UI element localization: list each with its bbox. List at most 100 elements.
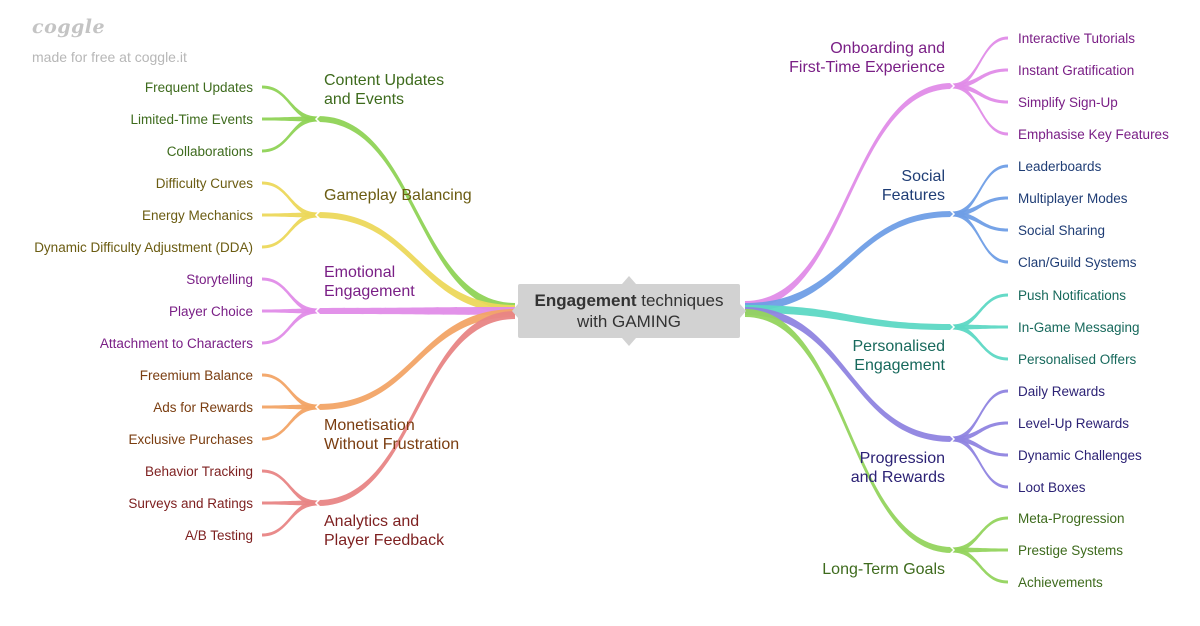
balancing-hub-chevron xyxy=(314,210,321,220)
personalised-leaf-label[interactable]: Push Notifications xyxy=(1018,288,1126,303)
analytics-hub-chevron xyxy=(314,498,321,508)
content-leaf-connector xyxy=(262,116,318,153)
emotional-main-connector xyxy=(318,307,515,315)
content-leaf-label[interactable]: Collaborations xyxy=(167,144,254,159)
social-leaf-label[interactable]: Social Sharing xyxy=(1018,223,1105,238)
progression-branch-label[interactable]: and Rewards xyxy=(851,469,945,486)
branch-connectors xyxy=(262,36,1008,584)
content-leaf-label[interactable]: Limited-Time Events xyxy=(130,112,253,127)
root-notch-bottom xyxy=(622,338,636,346)
analytics-leaf-connector xyxy=(262,469,318,506)
analytics-main-connector xyxy=(318,311,515,506)
personalised-leaf-label[interactable]: Personalised Offers xyxy=(1018,352,1137,367)
onboarding-leaf-label[interactable]: Simplify Sign-Up xyxy=(1018,95,1118,110)
balancing-leaf-connector xyxy=(262,181,318,218)
root-notch-left xyxy=(512,304,518,318)
onboarding-hub-chevron xyxy=(949,81,956,91)
content-leaf-label[interactable]: Frequent Updates xyxy=(145,80,253,95)
social-leaf-connector xyxy=(952,211,1008,264)
emotional-leaf-connector xyxy=(262,277,318,314)
progression-leaf-label[interactable]: Loot Boxes xyxy=(1018,480,1086,495)
analytics-leaf-label[interactable]: Surveys and Ratings xyxy=(128,496,253,511)
longterm-leaf-label[interactable]: Achievements xyxy=(1018,575,1103,590)
root-title-rest: techniques xyxy=(637,291,724,310)
content-branch-label[interactable]: Content Updates xyxy=(324,72,444,89)
social-branch-label[interactable]: Features xyxy=(882,187,945,204)
monetisation-leaf-label[interactable]: Ads for Rewards xyxy=(153,400,253,415)
monetisation-leaf-label[interactable]: Freemium Balance xyxy=(140,368,253,383)
balancing-main-connector xyxy=(318,212,515,313)
social-leaf-connector xyxy=(952,196,1008,217)
personalised-leaf-label[interactable]: In-Game Messaging xyxy=(1018,320,1140,335)
progression-main-connector xyxy=(745,307,952,442)
longterm-leaf-connector xyxy=(952,547,1008,584)
content-leaf-connector xyxy=(262,85,318,122)
emotional-leaf-label[interactable]: Attachment to Characters xyxy=(100,336,253,351)
root-title-bold: Engagement xyxy=(535,291,637,310)
onboarding-leaf-label[interactable]: Emphasise Key Features xyxy=(1018,127,1169,142)
balancing-leaf-label[interactable]: Dynamic Difficulty Adjustment (DDA) xyxy=(34,240,253,255)
progression-leaf-connector xyxy=(952,436,1008,489)
root-notch-right xyxy=(740,304,746,318)
monetisation-branch-label[interactable]: Without Frustration xyxy=(324,436,459,453)
content-hub-chevron xyxy=(314,114,321,124)
emotional-branch-label[interactable]: Emotional xyxy=(324,264,395,281)
longterm-leaf-label[interactable]: Prestige Systems xyxy=(1018,543,1123,558)
personalised-branch-label[interactable]: Personalised xyxy=(853,338,946,355)
personalised-leaf-connector xyxy=(952,324,1008,361)
social-leaf-label[interactable]: Clan/Guild Systems xyxy=(1018,255,1137,270)
watermark-tagline: made for free at coggle.it xyxy=(32,49,187,65)
monetisation-hub-chevron xyxy=(314,402,321,412)
coggle-logo: coggle xyxy=(32,16,106,38)
root-notch-top xyxy=(622,276,636,284)
social-main-connector xyxy=(745,211,952,311)
analytics-branch-label[interactable]: Player Feedback xyxy=(324,532,445,549)
onboarding-leaf-label[interactable]: Interactive Tutorials xyxy=(1018,31,1135,46)
root-node[interactable]: Engagement techniques with GAMING xyxy=(512,276,746,346)
monetisation-leaf-label[interactable]: Exclusive Purchases xyxy=(128,432,253,447)
analytics-leaf-label[interactable]: A/B Testing xyxy=(185,528,253,543)
progression-leaf-label[interactable]: Dynamic Challenges xyxy=(1018,448,1142,463)
longterm-hub-chevron xyxy=(949,545,956,555)
root-box xyxy=(518,284,740,338)
social-branch-label[interactable]: Social xyxy=(901,168,945,185)
monetisation-leaf-connector xyxy=(262,404,318,441)
longterm-branch-label[interactable]: Long-Term Goals xyxy=(822,561,945,578)
balancing-leaf-label[interactable]: Energy Mechanics xyxy=(142,208,253,223)
progression-hub-chevron xyxy=(949,434,956,444)
content-branch-label[interactable]: and Events xyxy=(324,91,404,108)
social-leaf-label[interactable]: Leaderboards xyxy=(1018,159,1102,174)
longterm-leaf-connector xyxy=(952,516,1008,553)
emotional-leaf-label[interactable]: Player Choice xyxy=(169,304,253,319)
analytics-leaf-label[interactable]: Behavior Tracking xyxy=(145,464,253,479)
content-main-connector xyxy=(318,116,515,311)
balancing-leaf-label[interactable]: Difficulty Curves xyxy=(156,176,254,191)
social-leaf-label[interactable]: Multiplayer Modes xyxy=(1018,191,1128,206)
progression-leaf-label[interactable]: Daily Rewards xyxy=(1018,384,1105,399)
root-title-line1: Engagement techniques xyxy=(535,291,724,310)
onboarding-leaf-connector xyxy=(952,83,1008,104)
root-title-line2: with GAMING xyxy=(576,312,681,331)
social-hub-chevron xyxy=(949,209,956,219)
onboarding-leaf-connector xyxy=(952,68,1008,89)
emotional-hub-chevron xyxy=(314,306,321,316)
onboarding-branch-label[interactable]: First-Time Experience xyxy=(789,59,945,76)
personalised-leaf-connector xyxy=(952,293,1008,330)
emotional-leaf-label[interactable]: Storytelling xyxy=(186,272,253,287)
analytics-branch-label[interactable]: Analytics and xyxy=(324,513,419,530)
emotional-branch-label[interactable]: Engagement xyxy=(324,283,415,300)
personalised-branch-label[interactable]: Engagement xyxy=(854,357,945,374)
monetisation-main-connector xyxy=(318,309,515,410)
progression-leaf-label[interactable]: Level-Up Rewards xyxy=(1018,416,1129,431)
onboarding-branch-label[interactable]: Onboarding and xyxy=(830,40,945,57)
progression-leaf-connector xyxy=(952,389,1008,442)
balancing-branch-label[interactable]: Gameplay Balancing xyxy=(324,187,472,204)
monetisation-leaf-connector xyxy=(262,373,318,410)
monetisation-branch-label[interactable]: Monetisation xyxy=(324,417,415,434)
progression-leaf-connector xyxy=(952,436,1008,457)
progression-branch-label[interactable]: Progression xyxy=(860,450,945,467)
longterm-leaf-label[interactable]: Meta-Progression xyxy=(1018,511,1125,526)
onboarding-leaf-label[interactable]: Instant Gratification xyxy=(1018,63,1134,78)
